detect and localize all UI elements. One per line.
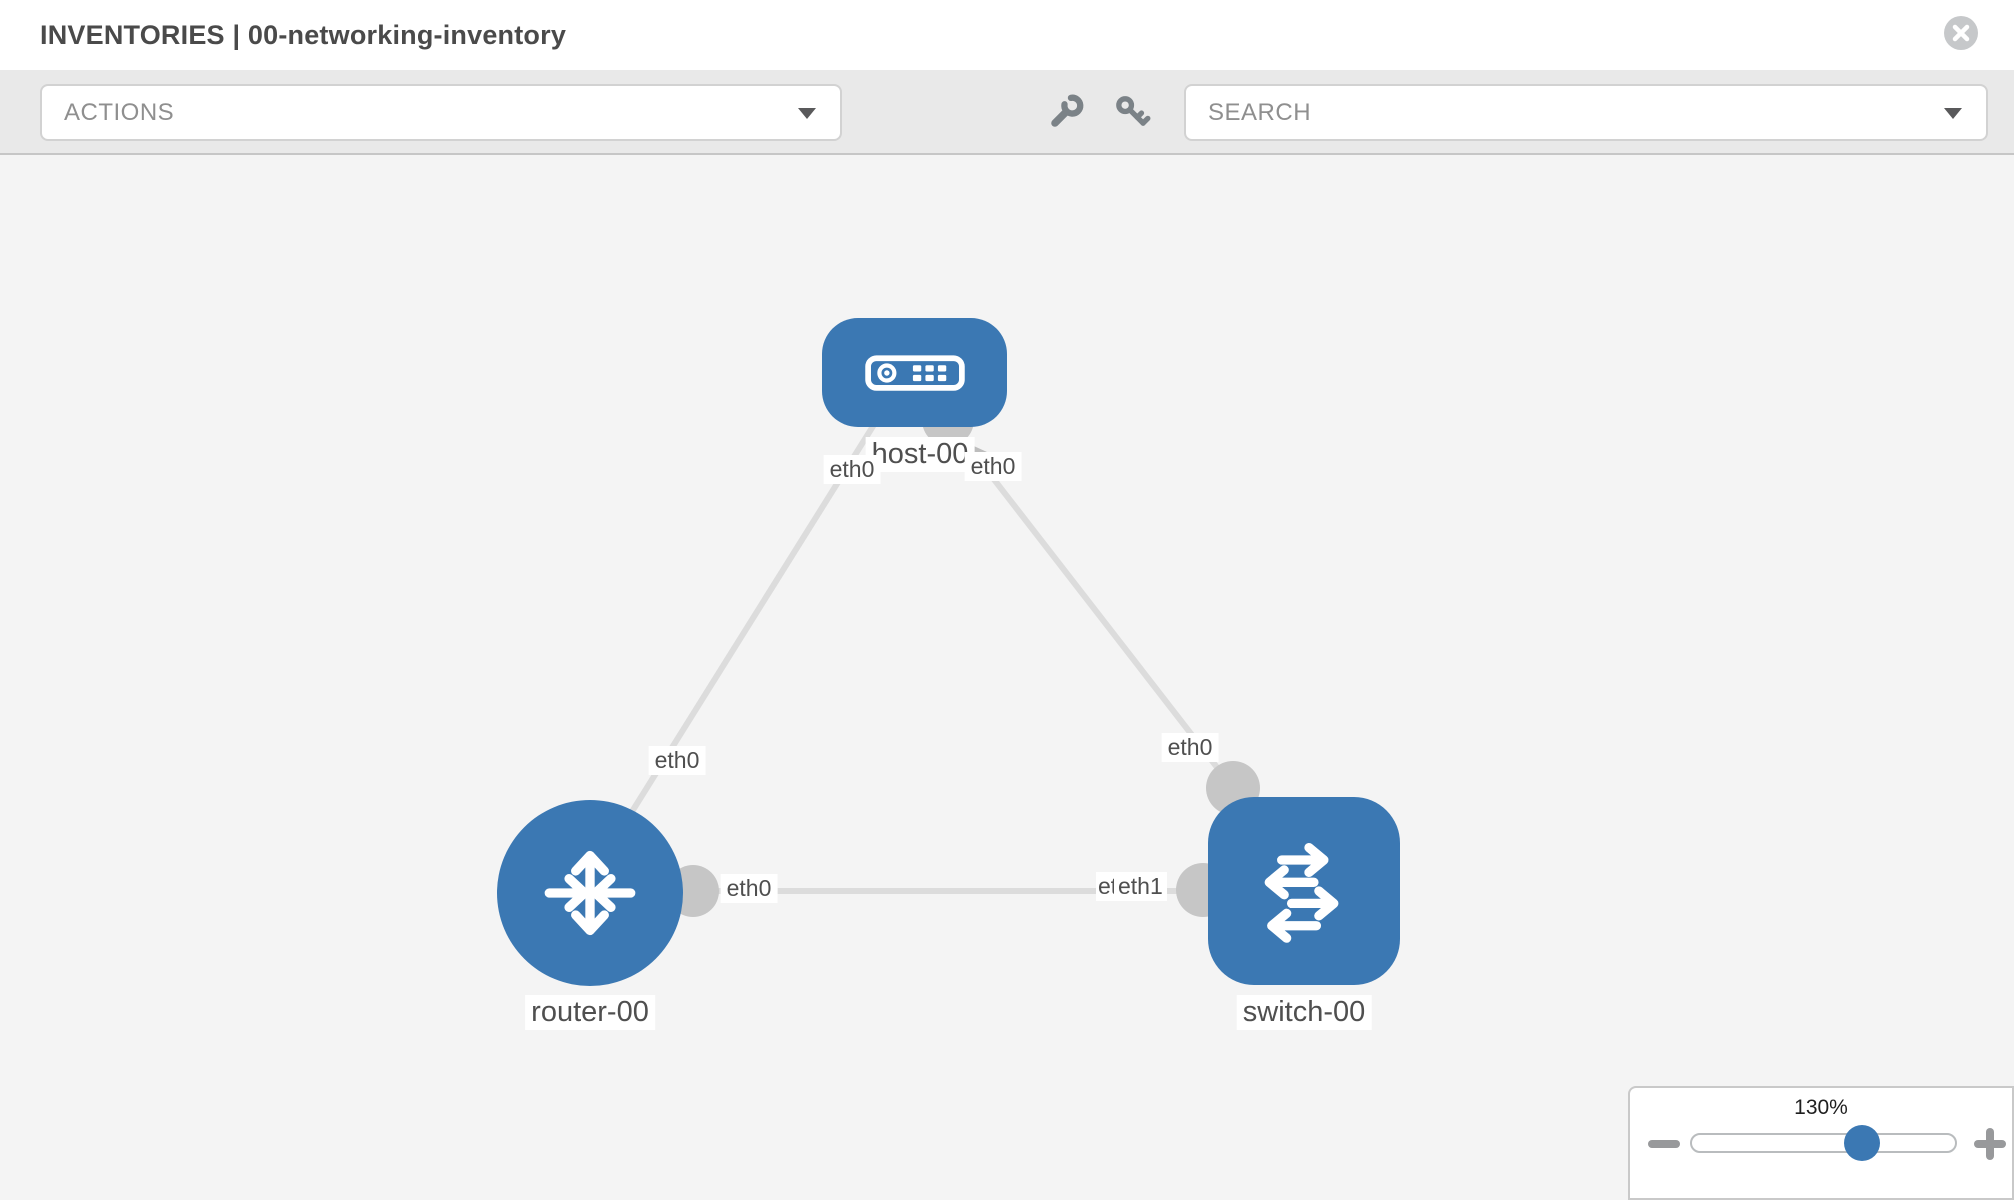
actions-dropdown-label: ACTIONS	[64, 98, 175, 126]
search-placeholder: SEARCH	[1208, 98, 1312, 126]
node-label-router: router-00	[525, 995, 655, 1030]
chevron-down-icon	[1944, 107, 1962, 119]
zoom-slider-thumb[interactable]	[1844, 1125, 1880, 1161]
interface-label: eth0	[823, 455, 881, 484]
zoom-panel: 130%	[1628, 1086, 2014, 1200]
key-icon	[1116, 96, 1151, 126]
node-router-00[interactable]	[497, 800, 683, 986]
tools-button[interactable]	[1046, 92, 1086, 132]
interface-label: eth0	[648, 746, 706, 775]
host-icon	[864, 354, 965, 391]
node-host-00[interactable]	[822, 318, 1007, 427]
link-host-switch[interactable]	[945, 418, 1236, 790]
zoom-out-button[interactable]	[1648, 1128, 1680, 1165]
interface-label: eth0	[1161, 733, 1219, 762]
node-label-host: host-00	[865, 437, 975, 472]
interface-label: eth0	[720, 874, 778, 903]
switch-icon	[1264, 842, 1339, 943]
actions-dropdown[interactable]: ACTIONS	[40, 84, 842, 141]
chevron-down-icon	[798, 107, 816, 119]
node-switch-00[interactable]	[1208, 797, 1400, 985]
zoom-in-button[interactable]	[1974, 1128, 2006, 1165]
toolbar: ACTIONS SEARCH	[0, 70, 2014, 155]
credentials-button[interactable]	[1112, 92, 1152, 132]
plus-icon	[1974, 1128, 2006, 1160]
close-button[interactable]	[1944, 16, 1978, 50]
interface-label: eth0	[964, 452, 1022, 481]
router-icon	[544, 850, 636, 936]
wrench-icon	[1051, 94, 1084, 127]
search-dropdown[interactable]: SEARCH	[1184, 84, 1988, 141]
minus-icon	[1648, 1140, 1680, 1148]
topology-canvas[interactable]: host-00 router-00 switch-00 eth0 eth0 et…	[0, 155, 2014, 1200]
zoom-level-value: 130%	[1794, 1096, 1848, 1119]
page-title: INVENTORIES | 00-networking-inventory	[40, 19, 567, 50]
modal-header: INVENTORIES | 00-networking-inventory	[0, 0, 2014, 70]
node-label-switch: switch-00	[1236, 995, 1372, 1030]
interface-label: eth1	[1114, 872, 1167, 901]
close-icon	[1952, 24, 1970, 42]
zoom-slider-track[interactable]	[1690, 1133, 1957, 1153]
